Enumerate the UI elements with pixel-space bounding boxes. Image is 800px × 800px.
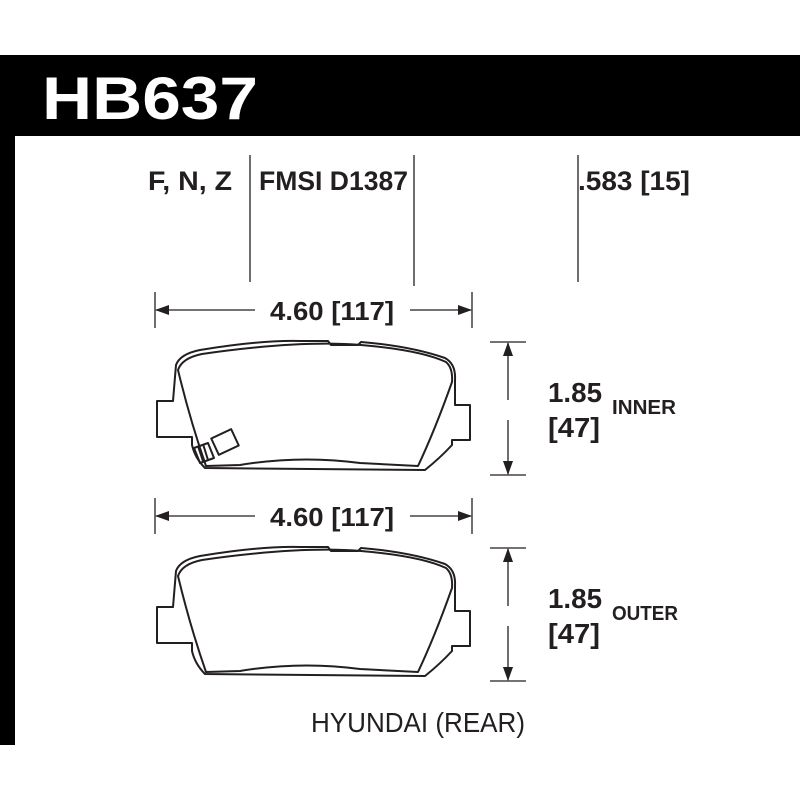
thickness-label: .583 [15]: [578, 166, 690, 196]
compounds-label: F, N, Z: [148, 166, 232, 196]
outer-width-label: 4.60 [117]: [270, 502, 394, 532]
left-frame-bar: [0, 55, 15, 745]
fmsi-label: FMSI D1387: [259, 166, 408, 196]
outer-pad-label: OUTER: [612, 603, 679, 625]
inner-height-mm: [47]: [548, 412, 600, 443]
part-number-title: HB637: [42, 65, 258, 132]
inner-height-dimension: [490, 341, 526, 476]
inner-width-label: 4.60 [117]: [270, 296, 394, 326]
outer-pad-outline: [156, 545, 471, 677]
outer-height-dimension: [490, 547, 526, 682]
inner-pad-label: INNER: [612, 397, 677, 419]
outer-width-dimension: 4.60 [117]: [154, 498, 473, 534]
inner-height-inches: 1.85: [548, 377, 602, 408]
header-bar: [0, 55, 800, 136]
inner-pad-outline: [156, 339, 471, 471]
outer-height-inches: 1.85: [548, 583, 602, 614]
application-label: HYUNDAI (REAR): [311, 707, 525, 738]
outer-height-mm: [47]: [548, 618, 600, 649]
inner-width-dimension: 4.60 [117]: [154, 292, 473, 328]
